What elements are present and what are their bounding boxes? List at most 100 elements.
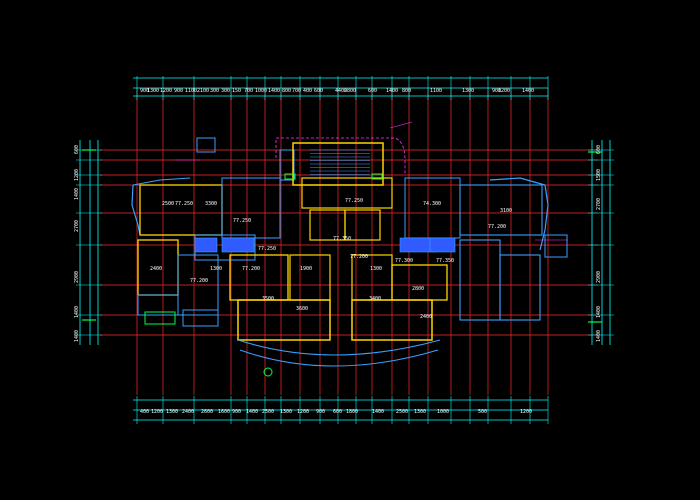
elevation-label: 77.200 <box>350 254 368 260</box>
bottom-dimension-text: 1000 <box>437 409 449 415</box>
top-dimension-text: 700 <box>244 88 253 94</box>
room-dimension: 3300 <box>205 201 217 207</box>
right-dimension-text: 1400 <box>596 306 602 318</box>
lobby <box>301 177 393 209</box>
room-dimension: 1300 <box>370 266 382 272</box>
elevation-label: 77.350 <box>333 236 351 242</box>
room-wall <box>391 264 448 301</box>
top-dimension-text: 150 <box>232 88 241 94</box>
bottom-dimension-text: 1300 <box>414 409 426 415</box>
room-wall <box>289 254 331 301</box>
balcony-curve <box>131 184 141 236</box>
walls <box>131 121 568 377</box>
left-dimension-text: 1200 <box>74 169 80 181</box>
bottom-dimension-text: 2600 <box>201 409 213 415</box>
elevation-label: 77.350 <box>436 258 454 264</box>
top-dimension-text: 300 <box>210 88 219 94</box>
elevation-label: 77.300 <box>395 258 413 264</box>
stair-hatch <box>194 237 218 253</box>
drain-symbol <box>263 367 273 377</box>
bottom-dimension-text: 600 <box>333 409 342 415</box>
room-dimension: 2400 <box>150 266 162 272</box>
right-dimension-text: 2700 <box>596 198 602 210</box>
room-dimension: 2500 <box>162 201 174 207</box>
bottom-dimension-text: 900 <box>232 409 241 415</box>
elevation-label: 77.250 <box>345 198 363 204</box>
left-dimension-text: 1400 <box>74 330 80 342</box>
stair-hatch <box>429 237 456 253</box>
top-dimension-text: 600 <box>314 88 323 94</box>
elevation-label: 77.200 <box>488 224 506 230</box>
room-wall <box>404 177 461 239</box>
labels: 77.250 77.250 77.200 77.250 77.350 74.300 77.2… <box>150 198 512 320</box>
top-dimension-text: 1200 <box>160 88 172 94</box>
balcony-curve <box>489 177 549 251</box>
left-dimension-text: 1400 <box>74 188 80 200</box>
top-dimension-text: 1300 <box>462 88 474 94</box>
bottom-dimension-text: 1400 <box>372 409 384 415</box>
right-dimension-text: 2900 <box>596 271 602 283</box>
right-dimension-text: 1500 <box>596 169 602 181</box>
top-dimension-text: 1400 <box>268 88 280 94</box>
bottom-dimension-text: 1400 <box>246 409 258 415</box>
top-dimension-text: 700 <box>292 88 301 94</box>
green-marker <box>284 173 296 180</box>
room-dimension: 3100 <box>500 208 512 214</box>
bottom-dimension-text: 1200 <box>297 409 309 415</box>
stair-hatch <box>221 237 255 253</box>
air-conditioner-pad <box>144 311 176 325</box>
bay-window <box>182 309 219 327</box>
top-dimension-text: 1200 <box>498 88 510 94</box>
top-dimension-text: 2800 <box>344 88 356 94</box>
room-dimension: 3500 <box>262 296 274 302</box>
top-dimension-text: 4400 <box>335 88 347 94</box>
elevation-label: 77.250 <box>233 218 251 224</box>
bottom-dimension-text: 2400 <box>182 409 194 415</box>
elevator <box>344 209 381 241</box>
bottom-dimension-text: 400 <box>140 409 149 415</box>
top-dimension-text: 900 <box>140 88 149 94</box>
top-dimension-text: 1400 <box>386 88 398 94</box>
balcony-edge <box>132 177 191 186</box>
top-dimension-text: 900 <box>492 88 501 94</box>
top-dimension-text: 1400 <box>522 88 534 94</box>
top-dimension-text: 400 <box>303 88 312 94</box>
room-wall <box>237 299 331 341</box>
room-dimension: 3400 <box>369 296 381 302</box>
elevation-label: 77.250 <box>258 246 276 252</box>
room-wall <box>137 294 179 316</box>
stair-box <box>196 137 216 153</box>
room-dimension: 2800 <box>412 286 424 292</box>
bottom-dimension-text: 1600 <box>218 409 230 415</box>
left-dimension-text: 2900 <box>74 271 80 283</box>
elevation-label: 74.300 <box>423 201 441 207</box>
room-dimension: 3600 <box>296 306 308 312</box>
top-dimension-text: 1300 <box>147 88 159 94</box>
bottom-dimension-text: 900 <box>316 409 325 415</box>
bottom-dimension-text: 2500 <box>396 409 408 415</box>
bottom-dimension-text: 1300 <box>166 409 178 415</box>
top-dimension-text: 300 <box>221 88 230 94</box>
stair-core <box>292 142 384 186</box>
top-dimension-text: 900 <box>174 88 183 94</box>
top-dimension-text: 800 <box>282 88 291 94</box>
left-dimension-text: 1400 <box>74 306 80 318</box>
balcony-curve <box>239 349 439 367</box>
core-wall <box>279 149 295 181</box>
room-dimension: 2400 <box>420 314 432 320</box>
bottom-dimension-text: 1300 <box>280 409 292 415</box>
top-dimension-text: 1100 <box>430 88 442 94</box>
green-marker <box>371 173 383 180</box>
top-dimension-text: 800 <box>402 88 411 94</box>
bottom-dimension-text: 1200 <box>520 409 532 415</box>
top-dimension-text: 1100 <box>185 88 197 94</box>
right-dimension-text: 600 <box>596 145 602 154</box>
room-wall <box>229 254 289 301</box>
room-wall <box>459 184 543 236</box>
bottom-dimension-text: 2500 <box>262 409 274 415</box>
room-wall <box>499 254 541 321</box>
balcony-curve <box>237 339 441 356</box>
elevation-label: 77.200 <box>242 266 260 272</box>
